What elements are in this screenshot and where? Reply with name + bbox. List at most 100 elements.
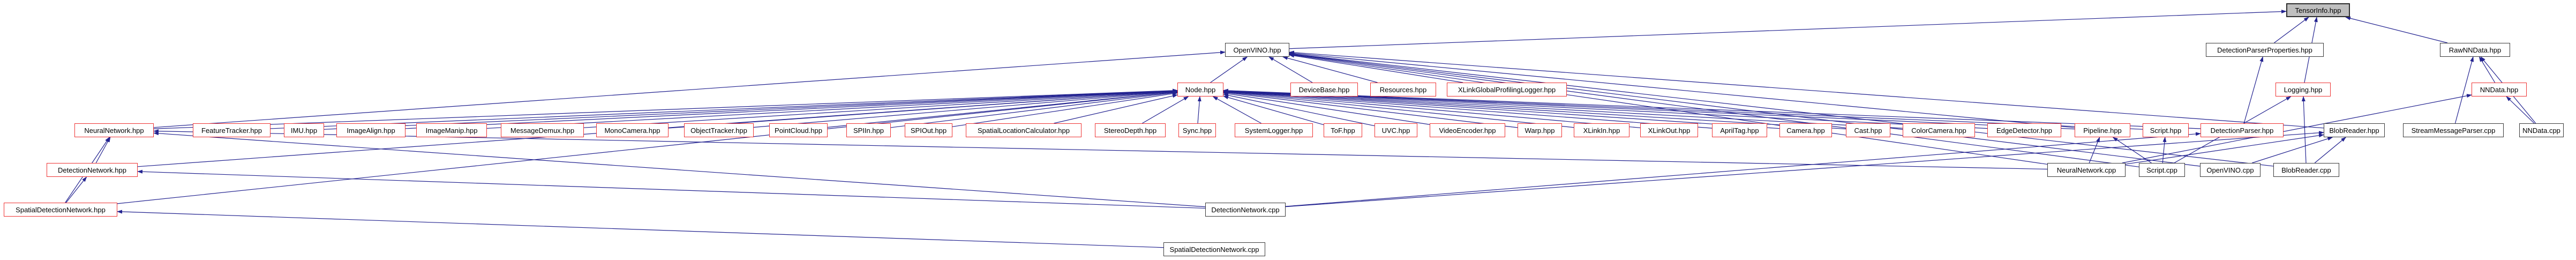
edge-featuretracker-hpp-to-node-hpp [270, 88, 1178, 129]
graph-node-streammessageparser-cpp: StreamMessageParser.cpp [2403, 123, 2504, 137]
edge-spatialdetectionnetwork-hpp-to-node-hpp [117, 90, 1178, 204]
edge-nndata-cpp-to-nndata-hpp [2506, 96, 2535, 124]
edge-node-hpp-to-openvino-hpp [1210, 56, 1248, 83]
edge-videoencoder-hpp-to-node-hpp [1223, 92, 1430, 125]
graph-node-imagemanip-hpp[interactable]: ImageManip.hpp [416, 123, 487, 137]
graph-node-spatialdetectionnetwork-cpp: SpatialDetectionNetwork.cpp [1163, 242, 1265, 256]
graph-node-featuretracker-hpp[interactable]: FeatureTracker.hpp [193, 123, 271, 137]
edge-uvc-hpp-to-node-hpp [1223, 93, 1375, 127]
graph-node-blobreader-hpp[interactable]: BlobReader.hpp [2324, 123, 2385, 137]
graph-node-spiout-hpp[interactable]: SPIOut.hpp [905, 123, 952, 137]
edge-stereodepth-hpp-to-node-hpp [1142, 96, 1189, 124]
graph-node-camera-hpp[interactable]: Camera.hpp [1779, 123, 1832, 137]
graph-node-devicebase-hpp[interactable]: DeviceBase.hpp [1290, 83, 1358, 96]
edge-xlinkglobalprofilinglogger-hpp-to-openvino-hpp [1289, 54, 1463, 83]
graph-node-colorcamera-hpp[interactable]: ColorCamera.hpp [1903, 123, 1975, 137]
graph-node-monocamera-hpp[interactable]: MonoCamera.hpp [596, 123, 669, 137]
graph-node-edgedetector-hpp[interactable]: EdgeDetector.hpp [1987, 123, 2061, 137]
graph-node-imu-hpp[interactable]: IMU.hpp [284, 123, 324, 137]
graph-node-blobreader-cpp: BlobReader.cpp [2273, 163, 2339, 177]
graph-node-detectionparserproperties-hpp[interactable]: DetectionParserProperties.hpp [2206, 43, 2324, 57]
edge-devicebase-hpp-to-openvino-hpp [1268, 56, 1313, 83]
edge-openvino-cpp-to-openvino-hpp [1289, 53, 2201, 167]
edge-tof-hpp-to-node-hpp [1223, 95, 1324, 125]
edge-edgedetector-hpp-to-node-hpp [1223, 89, 1988, 129]
graph-node-stereodepth-hpp[interactable]: StereoDepth.hpp [1095, 123, 1166, 137]
graph-node-cast-hpp[interactable]: Cast.hpp [1846, 123, 1890, 137]
graph-node-imagealign-hpp[interactable]: ImageAlign.hpp [336, 123, 405, 137]
edge-openvino-cpp-to-blobreader-hpp [2251, 137, 2333, 164]
edge-resources-hpp-to-openvino-hpp [1282, 56, 1378, 83]
graph-node-neuralnetwork-cpp: NeuralNetwork.cpp [2047, 163, 2126, 177]
graph-node-messagedemux-hpp[interactable]: MessageDemux.hpp [501, 123, 584, 137]
graph-node-xlinkin-hpp[interactable]: XLinkIn.hpp [1574, 123, 1629, 137]
graph-node-tensorinfo-hpp: TensorInfo.hpp [2286, 3, 2350, 17]
edge-apriltag-hpp-to-node-hpp [1223, 90, 1713, 129]
edge-neuralnetwork-cpp-to-neuralnetwork-hpp [153, 129, 2048, 170]
graph-node-xlinkglobalprofilinglogger-hpp[interactable]: XLinkGlobalProfilingLogger.hpp [1447, 83, 1567, 96]
edge-script-cpp-to-openvino-hpp [1289, 53, 2139, 167]
edge-script-cpp-to-script-hpp [2162, 137, 2167, 164]
edge-systemlogger-hpp-to-node-hpp [1212, 96, 1261, 124]
edge-cast-hpp-to-node-hpp [1223, 89, 1846, 130]
edge-imagealign-hpp-to-node-hpp [405, 89, 1178, 129]
graph-node-rawnndata-hpp[interactable]: RawNNData.hpp [2440, 43, 2510, 57]
graph-node-systemlogger-hpp[interactable]: SystemLogger.hpp [1235, 123, 1313, 137]
edge-detectionnetwork-cpp-to-detectionparser-hpp [1285, 132, 2201, 207]
graph-node-xlinkout-hpp[interactable]: XLinkOut.hpp [1640, 123, 1698, 137]
graph-node-logging-hpp[interactable]: Logging.hpp [2275, 83, 2331, 96]
graph-node-openvino-cpp: OpenVINO.cpp [2200, 163, 2260, 177]
graph-node-spiin-hpp[interactable]: SPIIn.hpp [846, 123, 891, 137]
edge-detectionparser-hpp-to-detectionparserproperties-hpp [2243, 56, 2264, 124]
edge-detectionparser-hpp-to-node-hpp [1223, 88, 2201, 129]
edge-pipeline-hpp-to-openvino-hpp [1289, 51, 2075, 128]
graph-node-neuralnetwork-hpp[interactable]: NeuralNetwork.hpp [74, 123, 154, 137]
edge-detectionparserproperties-hpp-to-tensorinfo-hpp [2274, 17, 2309, 43]
graph-node-detectionparser-hpp[interactable]: DetectionParser.hpp [2201, 123, 2284, 137]
graph-node-nndata-hpp[interactable]: NNData.hpp [2472, 83, 2527, 96]
graph-node-sync-hpp[interactable]: Sync.hpp [1178, 123, 1216, 137]
edge-neuralnetwork-hpp-to-node-hpp [153, 88, 1178, 129]
graph-node-warp-hpp[interactable]: Warp.hpp [1518, 123, 1562, 137]
edge-script-cpp-to-pipeline-hpp [2112, 137, 2152, 164]
graph-node-openvino-hpp[interactable]: OpenVINO.hpp [1225, 43, 1289, 57]
edge-spiout-hpp-to-node-hpp [952, 92, 1178, 127]
edge-messagedemux-hpp-to-node-hpp [583, 89, 1178, 128]
edge-camera-hpp-to-node-hpp [1223, 90, 1780, 129]
graph-node-apriltag-hpp[interactable]: AprilTag.hpp [1712, 123, 1767, 137]
graph-node-pointcloud-hpp[interactable]: PointCloud.hpp [769, 123, 828, 137]
edge-detectionnetwork-cpp-to-blobreader-hpp [1285, 131, 2324, 207]
edge-spatiallocationcalculator-hpp-to-node-hpp [1054, 94, 1178, 124]
edge-neuralnetwork-hpp-to-openvino-hpp [153, 50, 1226, 128]
edge-blobreader-cpp-to-openvino-hpp [1289, 52, 2274, 167]
graph-node-script-hpp[interactable]: Script.hpp [2143, 123, 2189, 137]
edge-xlinkin-hpp-to-node-hpp [1223, 90, 1574, 128]
graph-node-spatiallocationcalculator-hpp[interactable]: SpatialLocationCalculator.hpp [966, 123, 1082, 137]
graph-node-resources-hpp[interactable]: Resources.hpp [1370, 83, 1436, 96]
edge-streammessageparser-cpp-to-rawnndata-hpp [2454, 56, 2474, 124]
graph-node-node-hpp[interactable]: Node.hpp [1177, 83, 1223, 96]
graph-node-videoencoder-hpp[interactable]: VideoEncoder.hpp [1430, 123, 1505, 137]
graph-node-uvc-hpp[interactable]: UVC.hpp [1375, 123, 1417, 137]
graph-node-nndata-cpp: NNData.cpp [2519, 123, 2564, 137]
graph-node-detectionnetwork-cpp: DetectionNetwork.cpp [1205, 203, 1286, 217]
edge-blobreader-hpp-to-openvino-hpp [1289, 50, 2324, 129]
edge-spatialdetectionnetwork-hpp-to-detectionnetwork-hpp [65, 176, 87, 203]
graph-node-spatialdetectionnetwork-hpp[interactable]: SpatialDetectionNetwork.hpp [4, 203, 117, 217]
edge-spatialdetectionnetwork-cpp-to-spatialdetectionnetwork-hpp [117, 210, 1164, 248]
graph-node-pipeline-hpp[interactable]: Pipeline.hpp [2075, 123, 2130, 137]
edge-script-hpp-to-node-hpp [1223, 88, 2143, 130]
graph-node-objecttracker-hpp[interactable]: ObjectTracker.hpp [684, 123, 754, 137]
edge-neuralnetwork-cpp-to-nndata-hpp [2122, 94, 2472, 164]
graph-node-tof-hpp[interactable]: ToF.hpp [1324, 123, 1362, 137]
edge-sync-hpp-to-node-hpp [1197, 96, 1201, 124]
edge-detectionnetwork-hpp-to-neuralnetwork-hpp [95, 137, 111, 164]
edge-xlinkout-hpp-to-node-hpp [1223, 90, 1641, 128]
edge-blobreader-cpp-to-logging-hpp [2301, 96, 2307, 164]
edge-nndata-hpp-to-rawnndata-hpp [2479, 56, 2496, 83]
graph-node-detectionnetwork-hpp[interactable]: DetectionNetwork.hpp [47, 163, 138, 177]
edge-warp-hpp-to-node-hpp [1223, 91, 1518, 128]
edge-detectionnetwork-cpp-to-detectionnetwork-hpp [137, 169, 1206, 209]
